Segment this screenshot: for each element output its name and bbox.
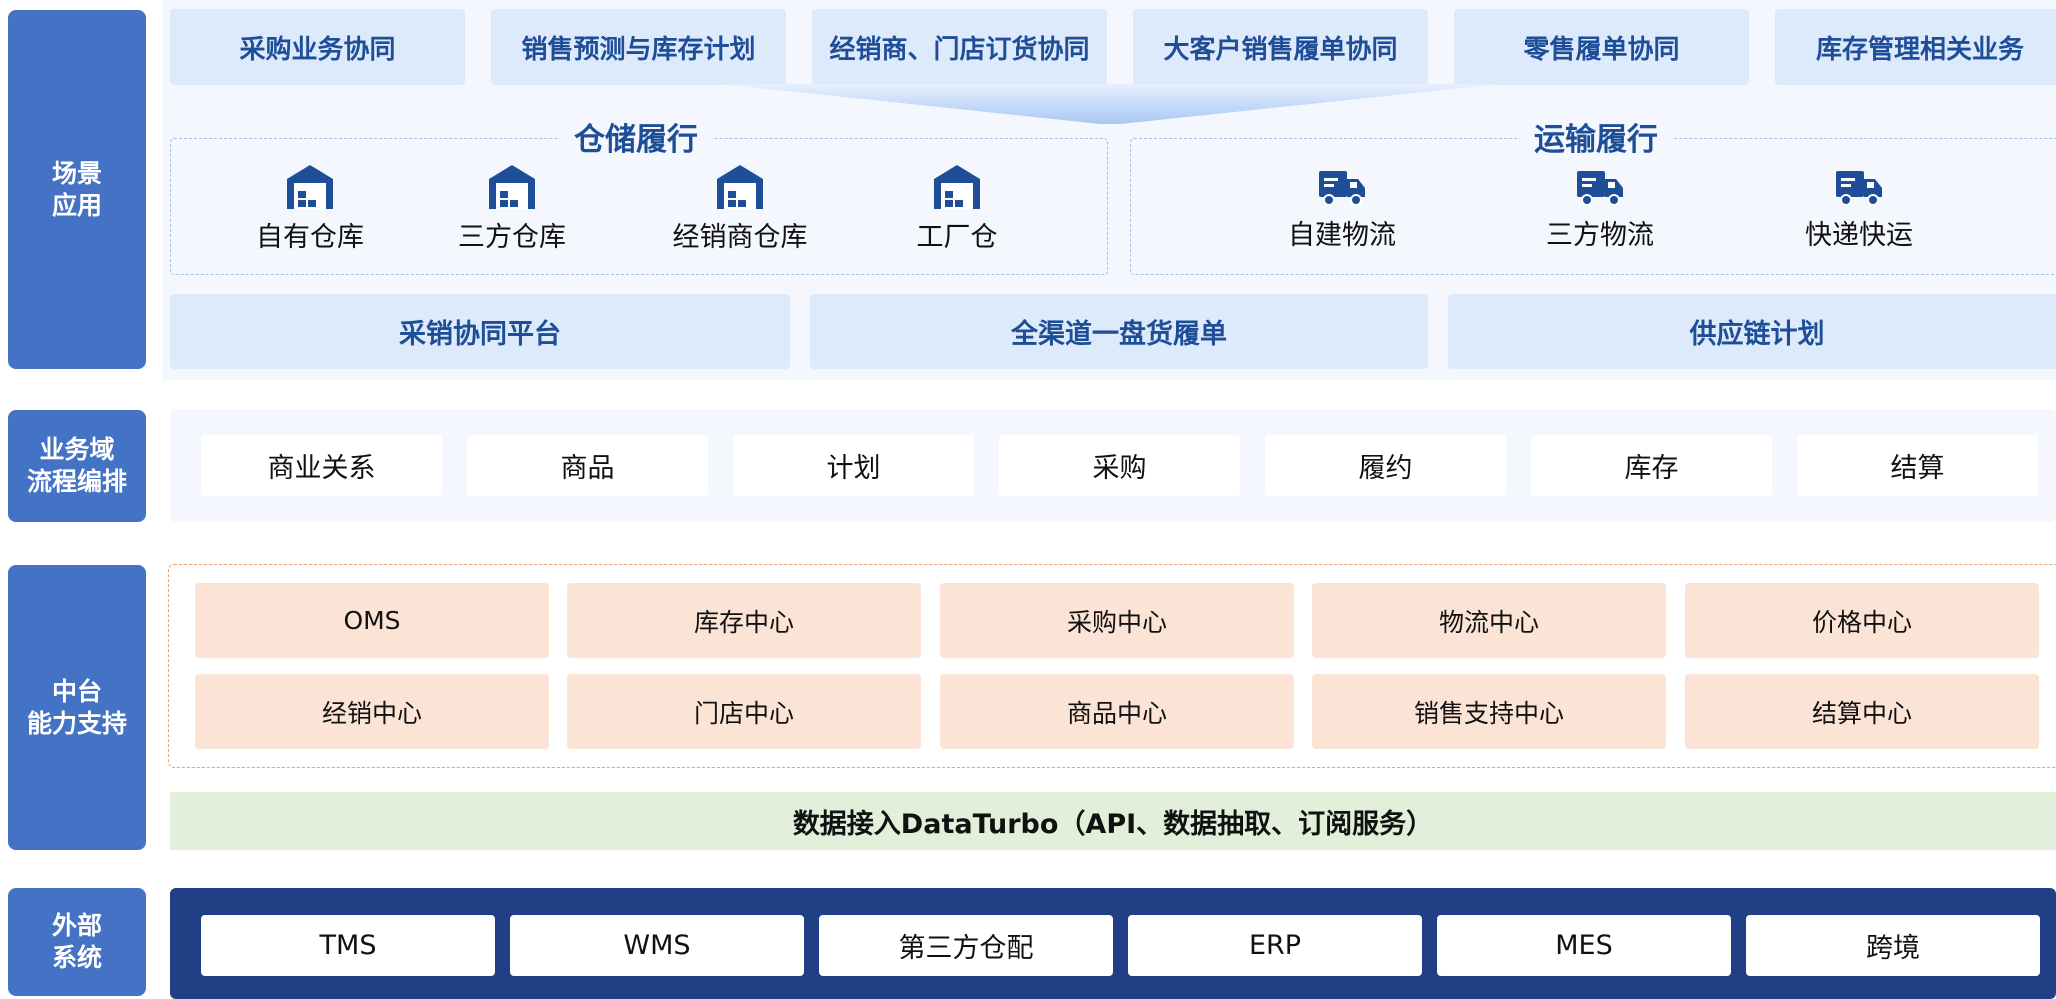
scenario-box: 销售预测与库存计划 [491, 9, 786, 85]
facility-label: 三方仓库 [458, 222, 566, 253]
truck-icon [1836, 171, 1882, 206]
label-scene-line2: 应用 [51, 190, 102, 220]
transport-title: 运输履行 [1520, 120, 1672, 160]
capability-box: 价格中心 [1685, 583, 2039, 658]
facility-item: 自有仓库 [230, 163, 390, 254]
capability-box: 门店中心 [567, 674, 921, 749]
scenario-box: 经销商、门店订货协同 [812, 9, 1107, 85]
scenario-box: 采购业务协同 [170, 9, 465, 85]
capability-box: 结算中心 [1685, 674, 2039, 749]
scenario-box: 零售履单协同 [1454, 9, 1749, 85]
logistics-item: 三方物流 [1520, 167, 1680, 252]
domain-box: 计划 [733, 435, 974, 496]
label-business-domain: 业务域 流程编排 [8, 410, 146, 522]
capability-box: 商品中心 [940, 674, 1294, 749]
label-scene-application: 场景 应用 [8, 10, 146, 369]
warehouse-icon [934, 165, 980, 209]
data-access-bar: 数据接入DataTurbo（API、数据抽取、订阅服务） [170, 792, 2056, 850]
logistics-item: 自建物流 [1262, 167, 1422, 252]
label-scene-line1: 场景 [51, 158, 102, 188]
label-domain-line2: 流程编排 [26, 467, 127, 496]
external-system-box: WMS [510, 915, 804, 976]
scenario-box: 库存管理相关业务 [1775, 9, 2056, 85]
truck-icon [1319, 171, 1365, 206]
platform-box: 采销协同平台 [170, 294, 790, 369]
capability-box: 采购中心 [940, 583, 1294, 658]
label-middle-line1: 中台 [51, 676, 102, 706]
external-system-box: TMS [201, 915, 495, 976]
logistics-label: 三方物流 [1546, 220, 1654, 251]
capability-box: 物流中心 [1312, 583, 1666, 658]
platform-box: 全渠道一盘货履单 [810, 294, 1428, 369]
logistics-label: 自建物流 [1288, 220, 1396, 251]
warehousing-title: 仓储履行 [560, 120, 712, 160]
truck-icon [1577, 171, 1623, 206]
facility-item: 经销商仓库 [660, 163, 820, 254]
facility-item: 工厂仓 [877, 163, 1037, 254]
warehouse-icon [287, 165, 333, 209]
external-system-box: 跨境 [1746, 915, 2040, 976]
label-middle-platform: 中台 能力支持 [8, 565, 146, 850]
platform-box: 供应链计划 [1448, 294, 2056, 369]
label-external-systems: 外部 系统 [8, 888, 146, 996]
domain-box: 商品 [467, 435, 708, 496]
label-domain-line1: 业务域 [39, 435, 115, 464]
facility-label: 经销商仓库 [672, 222, 808, 253]
funnel-connector [720, 84, 1500, 124]
capability-box: 经销中心 [195, 674, 549, 749]
warehouse-icon [717, 165, 763, 209]
label-middle-line2: 能力支持 [26, 708, 127, 738]
domain-box: 采购 [999, 435, 1240, 496]
capability-box: OMS [195, 583, 549, 658]
external-system-box: ERP [1128, 915, 1422, 976]
warehouse-icon [489, 165, 535, 209]
capability-box: 销售支持中心 [1312, 674, 1666, 749]
logistics-label: 快递快运 [1805, 220, 1913, 251]
capability-box: 库存中心 [567, 583, 921, 658]
domain-box: 商业关系 [201, 435, 442, 496]
external-system-box: MES [1437, 915, 1731, 976]
label-external-line2: 系统 [51, 943, 102, 972]
domain-box: 结算 [1797, 435, 2038, 496]
label-external-line1: 外部 [51, 911, 102, 940]
scenario-box: 大客户销售履单协同 [1133, 9, 1428, 85]
logistics-item: 快递快运 [1779, 167, 1939, 252]
domain-box: 履约 [1265, 435, 1506, 496]
facility-label: 自有仓库 [256, 222, 364, 253]
capability-group [168, 564, 2056, 768]
external-system-box: 第三方仓配 [819, 915, 1113, 976]
facility-item: 三方仓库 [432, 163, 592, 254]
domain-box: 库存 [1531, 435, 1772, 496]
facility-label: 工厂仓 [916, 222, 998, 253]
